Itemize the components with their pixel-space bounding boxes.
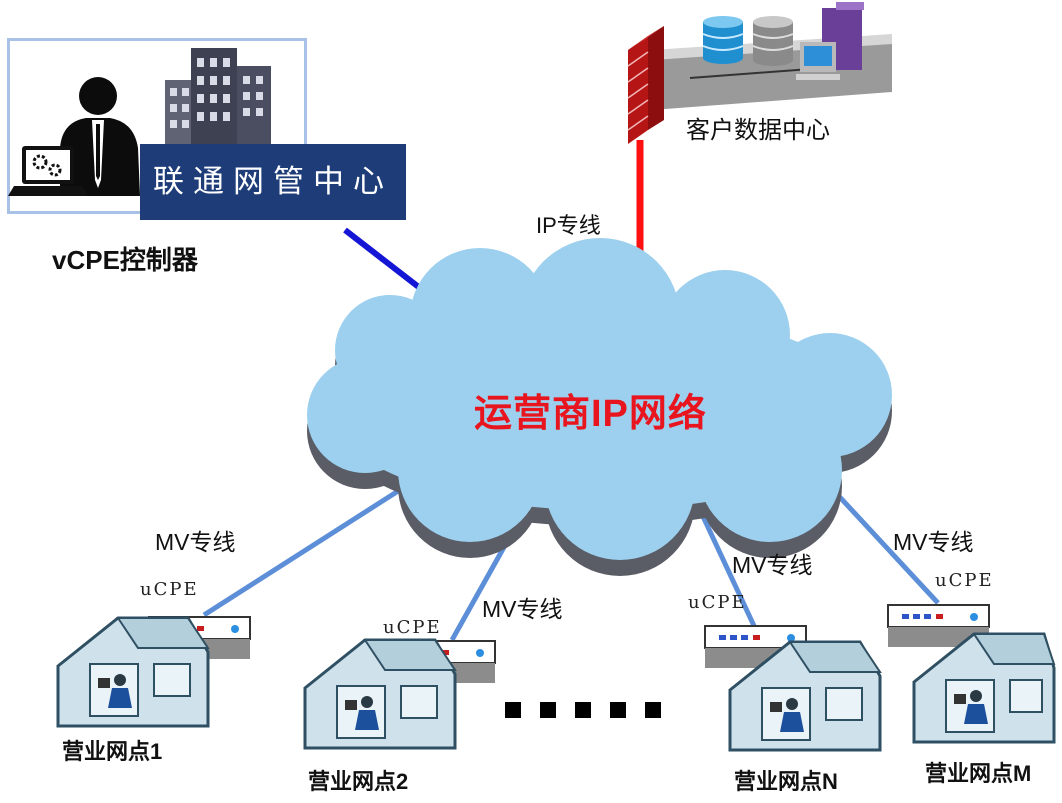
datacenter-label: 客户数据中心 xyxy=(686,117,830,144)
ucpe-label-2: uCPE xyxy=(383,617,442,638)
vcpe-controller-label: vCPE控制器 xyxy=(52,245,198,275)
branch-house-icon-1 xyxy=(56,616,210,728)
cloud-label: 运营商IP网络 xyxy=(474,393,707,435)
mv-link-1 xyxy=(202,483,408,618)
mv-link-2 xyxy=(449,538,511,642)
ip-line-label: IP专线 xyxy=(536,213,601,238)
firewall-icon xyxy=(627,26,664,144)
management-center-banner: 联通网管中心 xyxy=(140,144,406,220)
mv-line-label-n: MV专线 xyxy=(732,552,813,578)
mv-line-label-1: MV专线 xyxy=(155,529,236,555)
mv-line-label-2: MV专线 xyxy=(482,596,563,622)
site-label-1: 营业网点1 xyxy=(62,739,163,764)
laptop-gear-icon xyxy=(8,146,88,196)
ellipsis-dots xyxy=(505,702,680,723)
database-gray-icon xyxy=(752,16,794,66)
ucpe-label-m: uCPE xyxy=(935,570,994,591)
office-building-icon xyxy=(165,48,271,144)
mv-line-label-m: MV专线 xyxy=(893,529,974,555)
admin-person-icon xyxy=(60,77,140,196)
site-label-m: 营业网点M xyxy=(925,761,1032,786)
ucpe-label-1: uCPE xyxy=(140,579,199,600)
branch-house-icon-m xyxy=(912,632,1056,744)
mv-link-n xyxy=(697,508,758,630)
site-label-2: 营业网点2 xyxy=(308,769,409,794)
branch-house-icon-n xyxy=(728,640,882,752)
workstation-icon xyxy=(796,2,864,80)
database-blue-icon xyxy=(702,16,744,64)
branch-house-icon-2 xyxy=(303,638,457,750)
site-label-n: 营业网点N xyxy=(734,769,838,794)
carrier-ip-cloud xyxy=(307,238,892,576)
ucpe-label-n: uCPE xyxy=(688,592,747,613)
